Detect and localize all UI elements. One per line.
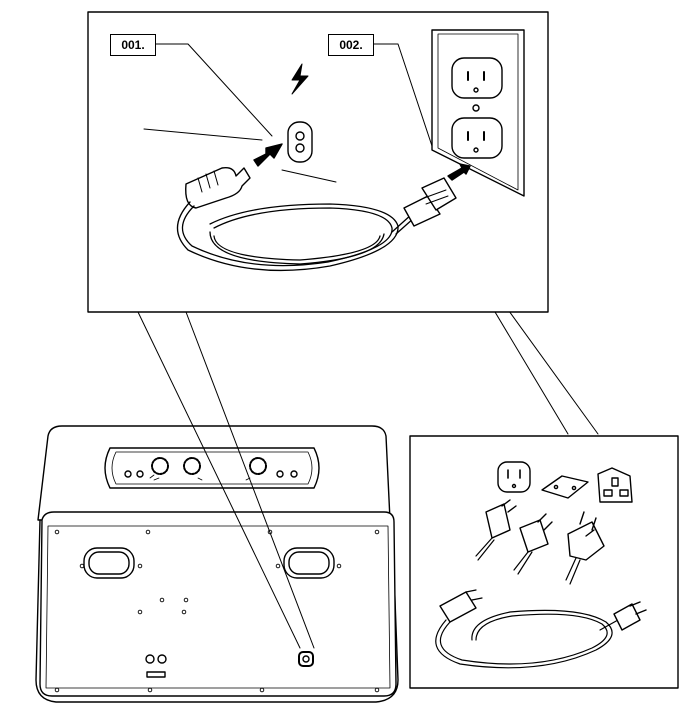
plug-options-panel (410, 436, 678, 688)
step-label-002: 002. (328, 34, 374, 56)
main-instruction-panel (88, 12, 548, 312)
step-label-001: 001. (110, 34, 156, 56)
speaker-back (36, 426, 398, 702)
